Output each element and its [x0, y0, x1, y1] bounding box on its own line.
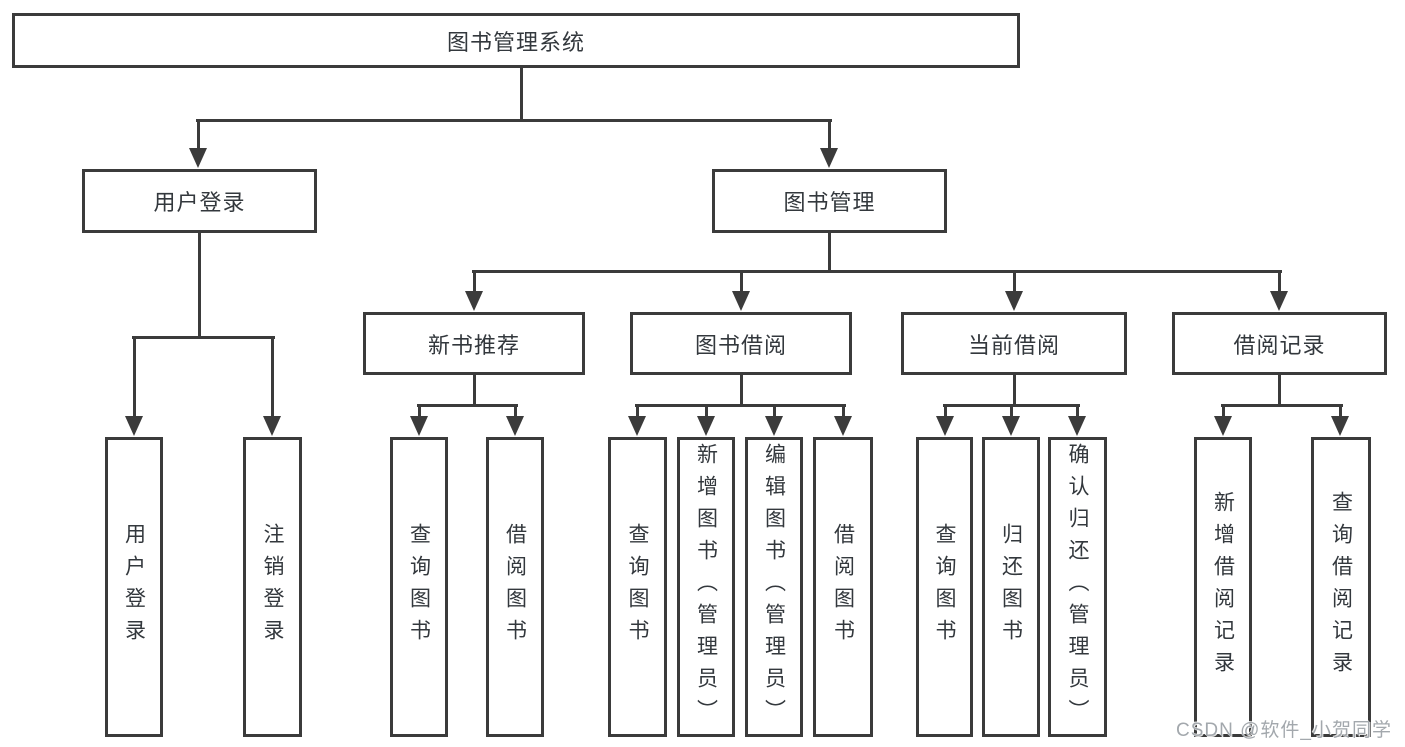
- arrow-down-icon: [834, 416, 852, 436]
- arrow-down-icon: [1214, 416, 1232, 436]
- csdn-watermark: CSDN @软件_小贺同学: [1176, 720, 1392, 741]
- arrow-shaft: [1278, 271, 1281, 295]
- node-bb-borrow: 借阅图书: [813, 437, 873, 737]
- node-book-borrow: 图书借阅: [630, 312, 852, 375]
- arrow-shaft: [842, 405, 845, 420]
- arrow-shaft: [740, 271, 743, 295]
- node-label: 新增借阅记录: [1211, 491, 1235, 683]
- arrow-shaft: [1339, 405, 1342, 420]
- node-login: 用户登录: [105, 437, 163, 737]
- arrow-shaft: [473, 271, 476, 295]
- node-borrow-records: 借阅记录: [1172, 312, 1387, 375]
- node-cb-confirm: 确认归还（管理员）: [1048, 437, 1107, 737]
- node-label: 借阅图书: [831, 523, 855, 651]
- node-label: 借阅图书: [503, 523, 527, 651]
- node-bb-add: 新增图书（管理员）: [677, 437, 735, 737]
- node-user-login: 用户登录: [82, 169, 317, 233]
- node-label: 当前借阅: [967, 332, 1060, 358]
- arrow-down-icon: [820, 148, 838, 168]
- arrow-shaft: [1013, 271, 1016, 295]
- node-bb-edit: 编辑图书（管理员）: [745, 437, 803, 737]
- node-book-mgmt: 图书管理: [712, 169, 947, 233]
- arrow-down-icon: [1002, 416, 1020, 436]
- connector-hline: [132, 336, 275, 339]
- arrow-down-icon: [1270, 291, 1288, 311]
- arrow-down-icon: [732, 291, 750, 311]
- arrow-shaft: [1010, 405, 1013, 420]
- node-label: 归还图书: [999, 523, 1023, 651]
- arrow-down-icon: [697, 416, 715, 436]
- node-label: 图书管理: [783, 190, 876, 215]
- connector-vline: [1278, 375, 1281, 407]
- node-label: 图书借阅: [694, 332, 787, 358]
- node-label: 查询图书: [626, 523, 649, 651]
- node-label: 用户登录: [153, 190, 246, 215]
- connector-vline: [1013, 375, 1016, 407]
- node-label: 注销登录: [261, 523, 284, 651]
- arrow-shaft: [514, 405, 517, 420]
- node-br-add: 新增借阅记录: [1194, 437, 1252, 737]
- node-logout: 注销登录: [243, 437, 302, 737]
- node-label: 借阅记录: [1233, 332, 1326, 358]
- arrow-shaft: [636, 405, 639, 420]
- node-label: 新书推荐: [427, 332, 520, 358]
- node-label: 查询借阅记录: [1329, 491, 1353, 683]
- node-label: 新增图书（管理员）: [694, 443, 718, 731]
- connector-hline: [196, 119, 832, 122]
- node-nb-borrow: 借阅图书: [486, 437, 544, 737]
- connector-hline: [1221, 404, 1343, 407]
- arrow-down-icon: [765, 416, 783, 436]
- connector-vline: [473, 375, 476, 407]
- arrow-shaft: [944, 405, 947, 420]
- node-label: 用户登录: [122, 523, 146, 651]
- arrow-down-icon: [628, 416, 646, 436]
- arrow-down-icon: [263, 416, 281, 436]
- arrow-down-icon: [410, 416, 428, 436]
- node-bb-query: 查询图书: [608, 437, 667, 737]
- arrow-shaft: [1076, 405, 1079, 420]
- arrow-down-icon: [189, 148, 207, 168]
- node-label: 查询图书: [933, 523, 956, 651]
- arrow-shaft: [418, 405, 421, 420]
- arrow-down-icon: [125, 416, 143, 436]
- arrow-shaft: [828, 120, 831, 152]
- node-label: 编辑图书（管理员）: [762, 443, 786, 731]
- node-label: 图书管理系统: [446, 29, 585, 55]
- connector-vline: [828, 233, 831, 273]
- arrow-shaft: [1222, 405, 1225, 420]
- connector-hline: [472, 270, 1282, 273]
- node-label: 查询图书: [407, 523, 431, 651]
- arrow-down-icon: [1331, 416, 1349, 436]
- arrow-down-icon: [506, 416, 524, 436]
- arrow-down-icon: [1005, 291, 1023, 311]
- arrow-shaft: [133, 337, 136, 420]
- connector-hline: [417, 404, 518, 407]
- node-current-borrow: 当前借阅: [901, 312, 1127, 375]
- node-cb-return: 归还图书: [982, 437, 1040, 737]
- node-root: 图书管理系统: [12, 13, 1020, 68]
- node-label: 确认归还（管理员）: [1066, 443, 1089, 731]
- arrow-shaft: [773, 405, 776, 420]
- arrow-down-icon: [465, 291, 483, 311]
- connector-vline: [198, 233, 201, 339]
- arrow-shaft: [197, 120, 200, 152]
- node-cb-query: 查询图书: [916, 437, 973, 737]
- arrow-down-icon: [1068, 416, 1086, 436]
- node-br-query: 查询借阅记录: [1311, 437, 1371, 737]
- node-new-book-rec: 新书推荐: [363, 312, 585, 375]
- node-nb-query: 查询图书: [390, 437, 448, 737]
- arrow-shaft: [271, 337, 274, 420]
- connector-vline: [520, 68, 523, 122]
- connector-vline: [740, 375, 743, 407]
- arrow-shaft: [705, 405, 708, 420]
- arrow-down-icon: [936, 416, 954, 436]
